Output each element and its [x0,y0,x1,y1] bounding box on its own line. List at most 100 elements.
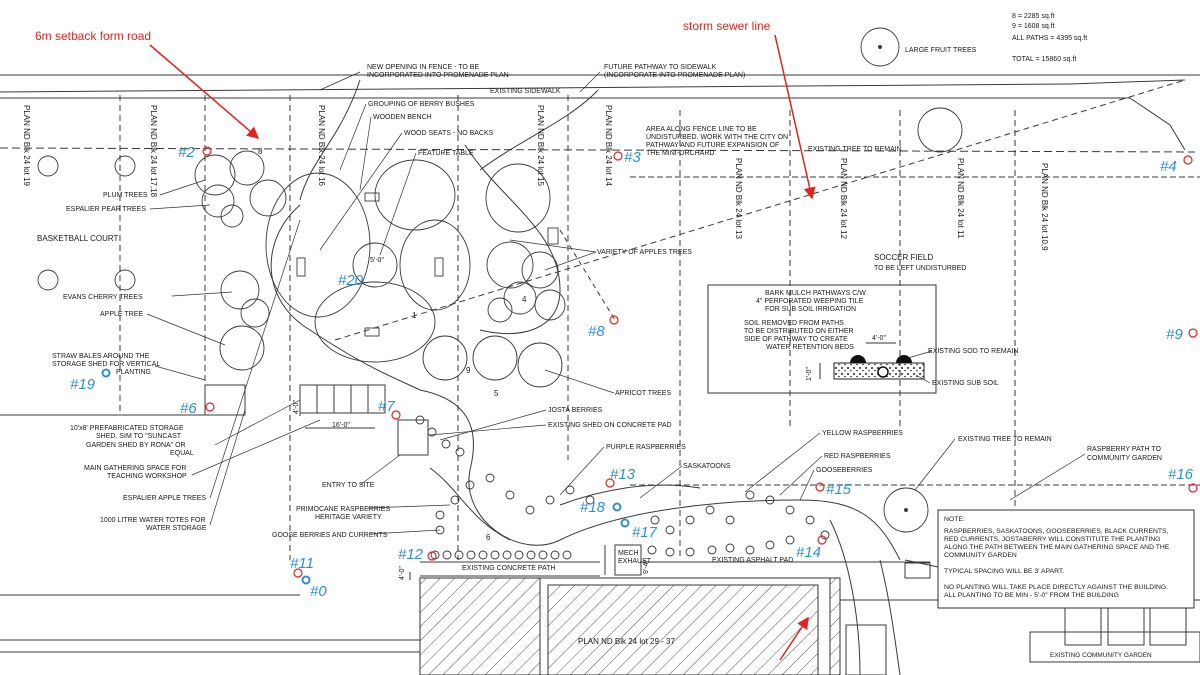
fence-note-4: THE MINI-ORCHARD [646,150,714,157]
future-path-2: (INCORPORATE INTO PROMENADE PLAN) [604,72,745,79]
dim-9-4: 9'-4" [643,560,650,574]
dim-4ft-a: 4'-0" [293,400,300,414]
marker-3: #3 [624,149,641,166]
lot-11: PLAN ND Blk 24 lot 11 [956,158,965,239]
notes-line-5: TYPICAL SPACING WILL BE 3' APART. [944,568,1064,575]
marker-14: #14 [796,544,821,561]
marker-8: #8 [588,323,605,340]
fence-note-3: PATHWAY AND FUTURE EXPANSION OF [646,142,779,149]
detail-soil-2: TO BE DISTRIBUTED ON EITHER [744,328,854,335]
lot-16: PLAN ND Blk 24 lot 16 [317,105,326,186]
saskatoons-label: SASKATOONS [683,463,731,470]
marker-15: #15 [826,481,852,498]
bed-8: 8 [258,147,263,156]
left-callouts: PLUM TREES ESPALIER PEAR TREES BASKETBAL… [37,192,388,539]
area-all-paths: ALL PATHS = 4395 sq.ft [1012,35,1087,42]
gooseberries-label: GOOSEBERRIES [816,467,873,474]
notes-line-3: ALONG THE PATH BETWEEN THE MAIN GATHERIN… [944,544,1170,551]
apple-label: APPLE TREE [100,311,143,318]
goose-curr-label: GOOSE BERRIES AND CURRENTS [272,532,388,539]
storage-4: EQUAL [170,450,194,457]
large-fruit-label: LARGE FRUIT TREES [905,47,977,54]
sidewalk-label: EXISTING SIDEWALK [490,88,561,95]
marker-19: #19 [70,376,96,393]
marker-20: #20 [338,272,364,289]
notes-title: NOTE: [944,516,965,523]
notes-line-4: COMMUNITY GARDEN [944,552,1017,559]
basketball-label: BASKETBALL COURT [37,234,118,243]
mech-2: EXHAUST [618,558,652,565]
top-callouts: LARGE FRUIT TREES NEW OPENING IN FENCE -… [367,47,977,157]
notes-line-1: RASPBERRIES, SASKATOONS, GOOSEBERRIES, B… [944,528,1169,535]
bed-6: 6 [486,533,491,542]
tree-remain-label: EXISTING TREE TO REMAIN [808,146,902,153]
rasp-path-2: COMMUNITY GARDEN [1087,455,1162,462]
straw-3: PLANTING [116,369,151,376]
area-total: TOTAL = 15860 sq.ft [1012,56,1076,63]
site-markers: #2 #3 #4 #20 #8 #9 #19 #6 #7 #13 #18 #17… [70,144,1194,600]
lot-19: PLAN ND Blk 24 lot 19 [22,105,31,186]
bed-4: 4 [522,295,527,304]
marker-12: #12 [398,546,424,563]
cherry-label: EVANS CHERRY TREES [63,294,143,301]
detail-soil-4: WATER RETENTION BEDS [766,344,854,351]
detail-bark-1: BARK MULCH PATHWAYS C/W [765,290,866,297]
fence-note-1: AREA ALONG FENCE LINE TO BE [646,126,757,133]
mech-1: MECH [618,550,639,557]
berry-bushes-label: GROUPING OF BERRY BUSHES [368,101,475,108]
right-callouts: SOCCER FIELD TO BE LEFT UNDISTURBED EXIS… [874,253,1162,659]
dimensions: 5'-0" 16'-0" 4'-0" 4'-0" 9'-4" 1 4 5 6 8… [258,147,650,580]
red-rasp-label: RED RASPBERRIES [824,453,891,460]
detail-bark-2: 4" PERFORATED WEEPING TILE [756,298,864,305]
marker-18: #18 [580,499,606,516]
gathering-1: MAIN GATHERING SPACE FOR [84,465,186,472]
dim-16ft: 16'-0" [332,422,350,429]
shed-pad-label: EXISTING SHED ON CONCRETE PAD [548,422,672,429]
wooden-bench-label: WOODEN BENCH [373,114,432,121]
straw-2: STORAGE SHED FOR VERTICAL [52,361,160,368]
future-path-1: FUTURE PATHWAY TO SIDEWALK [604,64,717,71]
storage-3: GARDEN SHED BY RONA" OR [86,442,186,449]
espalier-pear-label: ESPALIER PEAR TREES [66,206,146,213]
detail-soil-3: SIDE OF PATHWAY TO CREATE [744,336,848,343]
detail-bark-3: FOR SUB SOIL IRRIGATION [765,306,856,313]
middle-callouts: VARIETY OF APPLES TREES APRICOT TREES JO… [296,249,903,572]
detail-sod: EXISTING SOD TO REMAIN [928,348,1018,355]
plant-symbols [37,27,963,560]
bed-5: 5 [494,389,499,398]
concrete-path-label: EXISTING CONCRETE PATH [462,565,555,572]
notes-line-2: RED CURRENTS, JOSTABERRY WILL CONSTITUTE… [944,536,1160,543]
straw-1: STRAW BALES AROUND THE [52,353,150,360]
apples-variety-label: VARIETY OF APPLES TREES [597,249,692,256]
notes-line-7: ALL PLANTING TO BE MIN - 5'-0" FROM THE … [944,592,1119,599]
marker-7: #7 [378,398,395,415]
notes-line-6: NO PLANTING WILL TAKE PLACE DIRECTLY AGA… [944,584,1168,591]
storage-2: SHED. SIM TO "SUNCAST [96,433,182,440]
new-opening-2: INCORPORATED INTO PROMENADE PLAN [367,72,509,79]
community-label: EXISTING COMMUNITY GARDEN [1050,652,1152,659]
espalier-apple-label: ESPALIER APPLE TREES [123,495,206,502]
detail-depth: 1'-0" [806,367,813,381]
lot-14: PLAN ND Blk 24 lot 14 [604,105,613,186]
totes-2: WATER STORAGE [146,525,207,532]
marker-2: #2 [178,144,195,161]
sewer-annotation: storm sewer line [683,19,771,33]
lot-10-9: PLAN ND Blk 24 lot 10,9 [1040,163,1049,251]
area-summary: 8 = 2285 sq.ft 9 = 1608 sq.ft ALL PATHS … [1012,13,1087,63]
rasp-path-1: RASPBERRY PATH TO [1087,446,1161,453]
entry-label: ENTRY TO SITE [322,482,375,489]
fence-note-2: UNDISTURBED. WORK WITH THE CITY ON [646,134,788,141]
setback-annotation: 6m setback form road [35,29,151,43]
soccer-2: TO BE LEFT UNDISTURBED [874,265,966,272]
lot-15: PLAN ND Blk 24 lot 15 [536,105,545,186]
wood-seats-label: WOOD SEATS - NO BACKS [404,130,494,137]
lot-13: PLAN ND Blk 24 lot 13 [734,158,743,239]
marker-9: #9 [1166,326,1183,343]
path-section-detail: BARK MULCH PATHWAYS C/W 4" PERFORATED WE… [707,284,1018,394]
yellow-label: YELLOW RASPBERRIES [822,430,903,437]
josta-label: JOSTA BERRIES [548,407,603,414]
detail-subsoil: EXISTING SUB SOIL [932,380,999,387]
storage-1: 10'x8' PREFABRICATED STORAGE [70,425,184,432]
asphalt-label: EXISTING ASPHALT PAD [712,557,793,564]
